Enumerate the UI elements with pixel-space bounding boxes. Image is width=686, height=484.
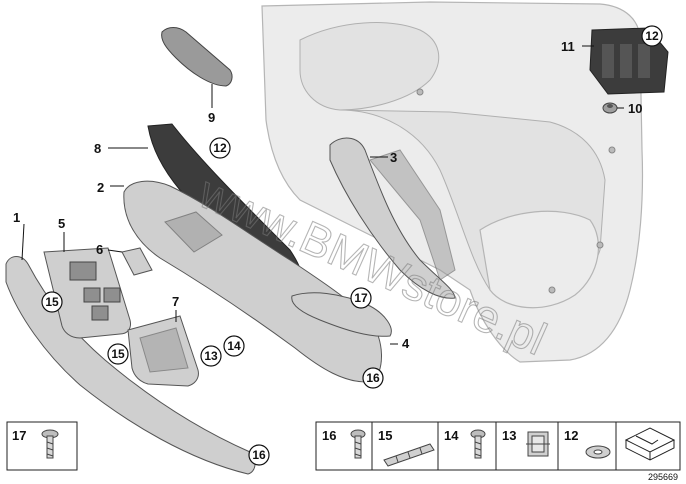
inner-door-handle xyxy=(291,292,392,337)
circled-callout-15b: 15 xyxy=(107,343,129,365)
legend-num-14: 14 xyxy=(444,428,459,443)
svg-text:15: 15 xyxy=(45,295,59,309)
callout-7: 7 xyxy=(172,294,179,309)
callout-2: 2 xyxy=(97,180,104,195)
circled-callout-16a: 16 xyxy=(362,367,384,389)
clip-strip-icon xyxy=(383,443,435,467)
legend-num-12: 12 xyxy=(564,428,578,443)
circled-callout-17: 17 xyxy=(350,287,372,309)
callout-6: 6 xyxy=(96,242,103,257)
door-pull-handle xyxy=(329,137,456,299)
svg-text:15: 15 xyxy=(111,347,125,361)
leader-lines xyxy=(21,45,624,345)
callout-8: 8 xyxy=(94,141,101,156)
nut xyxy=(602,102,618,114)
hardware-set-icon xyxy=(624,427,676,461)
callout-9: 9 xyxy=(208,110,215,125)
clip-icon xyxy=(526,431,550,457)
circled-callout-14: 14 xyxy=(223,335,245,357)
door-panel xyxy=(261,1,644,363)
callout-5: 5 xyxy=(58,216,65,231)
washer-icon xyxy=(585,445,611,459)
circled-callout-13: 13 xyxy=(200,345,222,367)
callout-1: 1 xyxy=(13,210,20,225)
callout-10: 10 xyxy=(628,101,642,116)
circled-callout-16b: 16 xyxy=(248,444,270,466)
switch-panel-base xyxy=(164,211,223,253)
svg-text:16: 16 xyxy=(366,371,380,385)
reference-number: 295669 xyxy=(648,472,678,482)
legend-num-16: 16 xyxy=(322,428,336,443)
hardware-strip: 16 15 14 13 xyxy=(315,421,681,471)
circled-callout-12a: 12 xyxy=(641,25,663,47)
legend-num-13: 13 xyxy=(502,428,516,443)
legend-num-15: 15 xyxy=(378,428,392,443)
circled-callout-12b: 12 xyxy=(209,137,231,159)
callout-3: 3 xyxy=(390,150,397,165)
speaker-grille xyxy=(161,27,233,87)
svg-text:12: 12 xyxy=(213,141,227,155)
mirror-switch xyxy=(121,247,153,276)
screw-icon xyxy=(470,429,486,459)
svg-text:14: 14 xyxy=(227,339,241,353)
svg-text:12: 12 xyxy=(645,29,659,43)
screw-icon xyxy=(41,429,59,459)
callout-4: 4 xyxy=(402,336,410,351)
screw-icon xyxy=(350,429,366,459)
hardware-box-17: 17 xyxy=(6,421,78,471)
svg-text:17: 17 xyxy=(354,291,368,305)
svg-text:13: 13 xyxy=(204,349,218,363)
svg-text:17: 17 xyxy=(12,428,26,443)
window-switch-panel xyxy=(43,247,131,339)
callout-11: 11 xyxy=(561,39,575,54)
svg-text:16: 16 xyxy=(252,448,266,462)
circled-callout-15a: 15 xyxy=(41,291,63,313)
